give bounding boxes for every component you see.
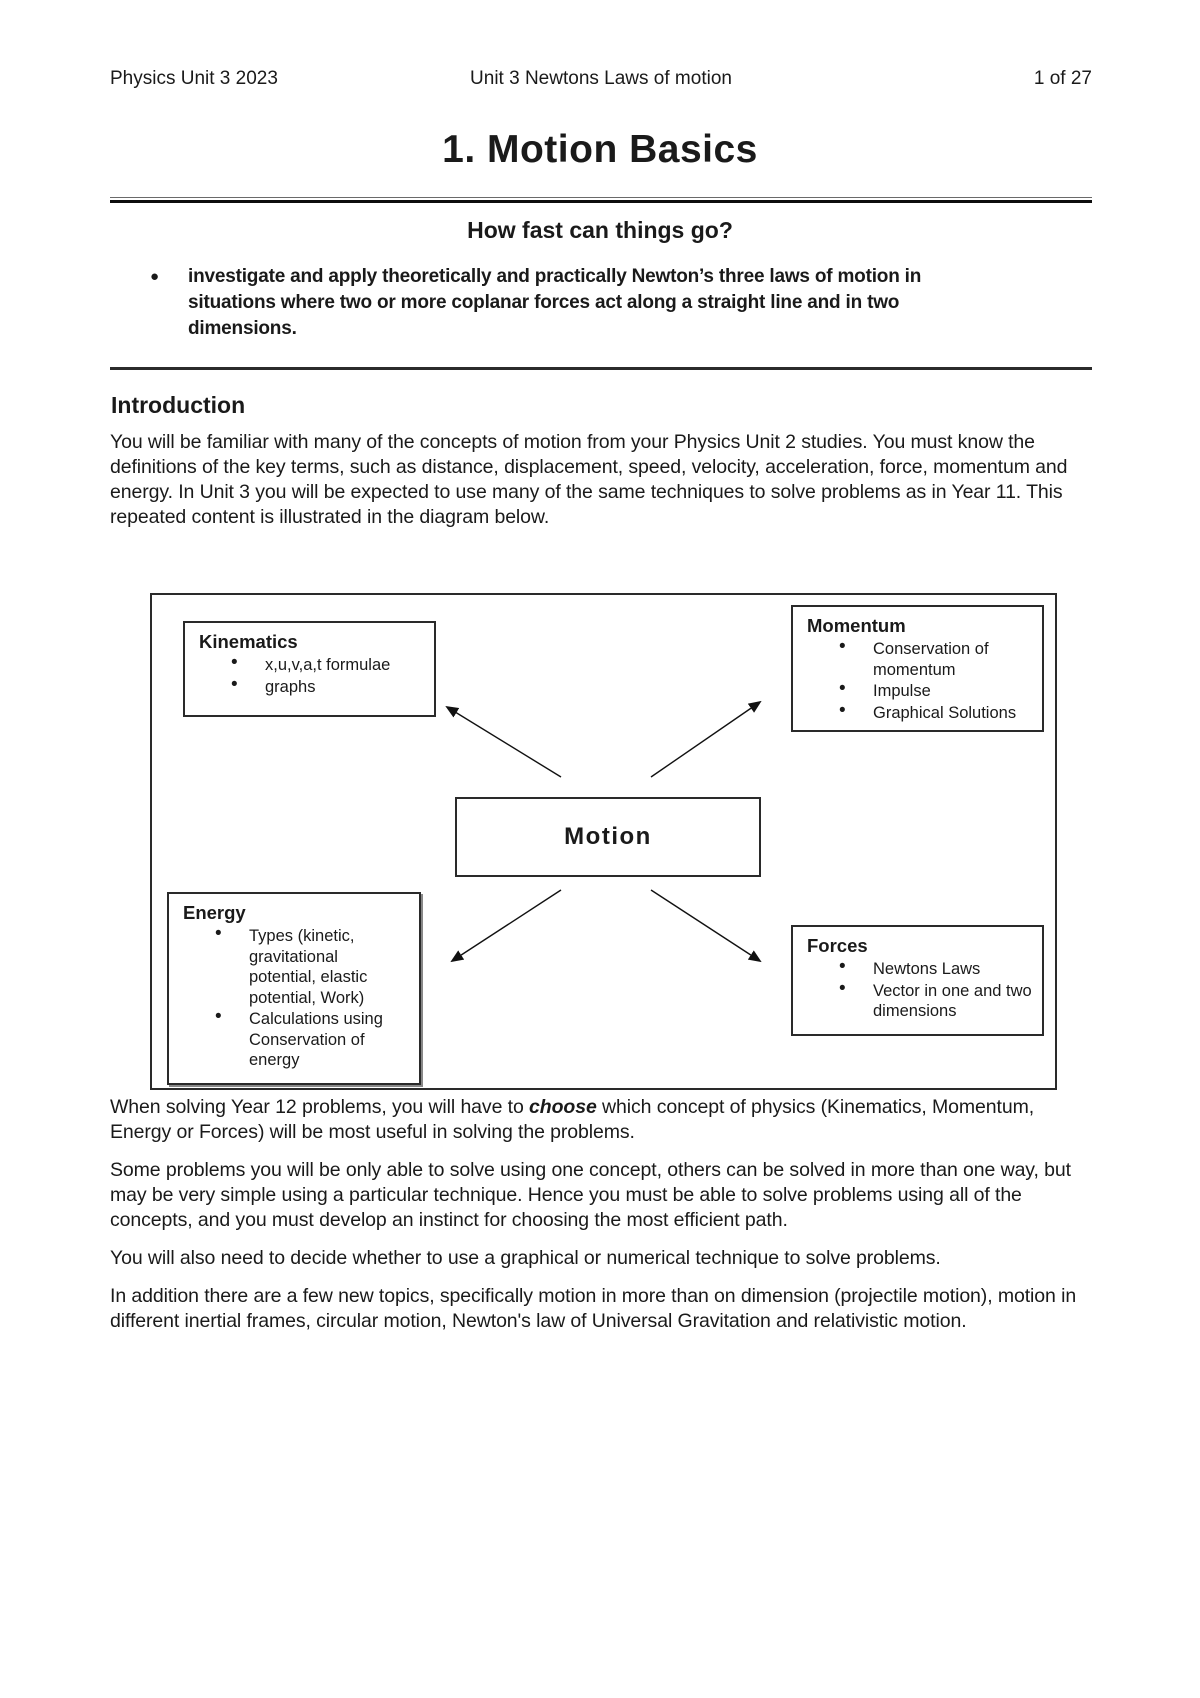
divider-thick	[110, 197, 1092, 203]
diagram-arrows	[445, 700, 762, 963]
momentum-item: Impulse	[807, 679, 1032, 702]
motion-concept-diagram: Kinematics x,u,v,a,t formulae graphs Mom…	[150, 593, 1057, 1090]
header-unit-name: Unit 3 Newtons Laws of motion	[470, 68, 732, 89]
momentum-item: Conservation of momentum	[807, 637, 1032, 680]
paragraph-graphical-numerical: You will also need to decide whether to …	[110, 1247, 941, 1269]
syllabus-bullet: ● investigate and apply theoretically an…	[150, 264, 980, 342]
body-paragraphs: When solving Year 12 problems, you will …	[110, 1095, 1100, 1347]
kinematics-item: graphs	[199, 675, 424, 698]
divider-thin	[110, 367, 1092, 370]
paragraph-choose-end: which concept of physics (Kinematics, Mo…	[110, 1096, 1035, 1143]
paragraph-some-problems: Some problems you will be only able to s…	[110, 1159, 1071, 1231]
energy-box: Energy Types (kinetic, gravitational pot…	[167, 892, 421, 1085]
page-title: 1. Motion Basics	[442, 128, 758, 171]
arrow-motion-to-energy	[450, 889, 562, 963]
paragraph-new-topics: In addition there are a few new topics, …	[110, 1285, 1077, 1332]
forces-box: Forces Newtons Laws Vector in one and tw…	[791, 925, 1044, 1036]
syllabus-bullet-text: investigate and apply theoretically and …	[188, 266, 922, 339]
paragraph-choose-start: When solving Year 12 problems, you will …	[110, 1096, 530, 1118]
question-heading: How fast can things go?	[467, 217, 733, 243]
momentum-item: Graphical Solutions	[807, 701, 1032, 724]
forces-item: Newtons Laws	[807, 957, 1032, 980]
motion-box: Motion	[455, 797, 761, 877]
paragraph-choose: When solving Year 12 problems, you will …	[110, 1095, 1100, 1145]
forces-item: Vector in one and two dimensions	[807, 979, 1032, 1022]
forces-title: Forces	[807, 935, 868, 956]
momentum-box: Momentum Conservation of momentum Impuls…	[791, 605, 1044, 732]
header-page-number: 1 of 27	[1033, 68, 1092, 89]
kinematics-title: Kinematics	[199, 631, 298, 652]
energy-title: Energy	[183, 902, 246, 923]
introduction-paragraph: You will be familiar with many of the co…	[110, 431, 1068, 528]
header-course: Physics Unit 3 2023	[110, 68, 278, 89]
kinematics-item: x,u,v,a,t formulae	[199, 653, 424, 676]
bullet-marker-icon: ●	[150, 268, 160, 285]
arrow-motion-to-kinematics	[445, 705, 562, 778]
kinematics-box: Kinematics x,u,v,a,t formulae graphs	[183, 621, 436, 717]
momentum-title: Momentum	[807, 615, 906, 636]
energy-item: Calculations using Conservation of energ…	[183, 1007, 409, 1071]
motion-label: Motion	[564, 823, 652, 850]
introduction-heading: Introduction	[111, 392, 246, 418]
arrow-motion-to-forces	[650, 889, 762, 963]
page-header: Physics Unit 3 2023 Unit 3 Newtons Laws …	[110, 68, 1092, 90]
choose-emphasis: choose	[529, 1096, 597, 1118]
energy-item: Types (kinetic, gravitational potential,…	[183, 924, 409, 1008]
arrow-motion-to-momentum	[650, 700, 762, 778]
